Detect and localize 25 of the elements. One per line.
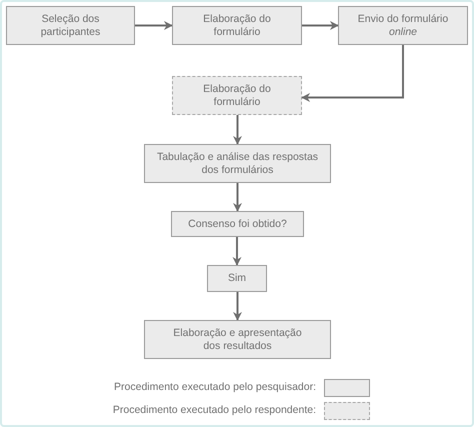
process-box — [172, 6, 302, 45]
arrow — [232, 237, 242, 266]
arrow — [301, 45, 404, 102]
box-label: Envio do formulário online — [356, 12, 450, 38]
process-box — [144, 320, 331, 359]
box-label: Elaboração e apresentação dos resultados — [172, 326, 303, 352]
process-box — [172, 76, 302, 115]
box-label: Sim — [228, 272, 246, 285]
box-label: Seleção dos participantes — [40, 12, 102, 38]
process-box — [207, 265, 267, 292]
process-box — [338, 6, 468, 45]
arrow — [233, 115, 242, 145]
process-box — [171, 211, 304, 237]
arrow — [233, 183, 242, 212]
box-label: Elaboração do formulário — [202, 82, 272, 108]
box-label: Elaboração do formulário — [202, 12, 272, 38]
process-box — [6, 6, 135, 45]
arrow — [302, 21, 339, 30]
legend-label: Procedimento executado pelo pesquisador: — [114, 380, 316, 396]
process-box — [144, 144, 331, 183]
arrow — [233, 292, 242, 321]
box-label: Consenso foi obtido? — [188, 218, 287, 230]
legend-label: Procedimento executado pelo respondente: — [112, 403, 316, 418]
arrow — [135, 21, 173, 30]
box-label: Tabulação e análise das respostas dos formulários — [156, 150, 320, 176]
